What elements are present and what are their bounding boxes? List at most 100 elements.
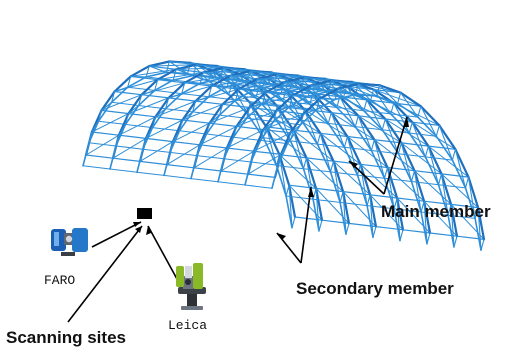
truss-member bbox=[310, 83, 359, 86]
truss-member bbox=[148, 65, 167, 73]
truss-member bbox=[396, 196, 405, 231]
truss-member bbox=[172, 68, 177, 81]
truss-member bbox=[148, 65, 177, 70]
truss-member bbox=[274, 164, 279, 178]
truss-member bbox=[302, 97, 321, 116]
truss-member bbox=[112, 137, 147, 159]
truss-member bbox=[357, 115, 372, 152]
truss-member bbox=[211, 78, 258, 87]
truss-member bbox=[148, 60, 171, 68]
truss-member bbox=[91, 131, 120, 136]
arrowhead bbox=[403, 117, 409, 127]
truss-member bbox=[265, 84, 312, 93]
truss-member bbox=[329, 160, 335, 173]
truss-member bbox=[259, 120, 275, 142]
truss-member bbox=[381, 118, 386, 131]
truss-member bbox=[181, 111, 194, 121]
truss-member bbox=[419, 105, 441, 127]
truss-member bbox=[265, 126, 294, 131]
truss-member bbox=[345, 222, 350, 235]
truss-member bbox=[288, 184, 317, 189]
truss-member bbox=[437, 173, 443, 186]
faro-label: FARO bbox=[44, 273, 76, 288]
truss-member bbox=[145, 127, 154, 139]
truss-member bbox=[199, 144, 228, 149]
truss-member bbox=[168, 60, 189, 75]
truss-member bbox=[82, 154, 87, 167]
truss-member bbox=[454, 148, 470, 179]
truss-member bbox=[235, 125, 265, 131]
truss-member bbox=[208, 96, 237, 101]
truss-member bbox=[142, 137, 147, 150]
truss-member bbox=[265, 126, 278, 167]
truss-member bbox=[124, 113, 130, 125]
truss-member bbox=[194, 84, 213, 103]
truss-member bbox=[247, 173, 276, 178]
truss-member bbox=[245, 102, 264, 120]
truss-member bbox=[315, 187, 344, 193]
truss-member bbox=[141, 94, 170, 99]
truss-member bbox=[451, 159, 467, 189]
truss-member bbox=[389, 113, 411, 134]
truss-member bbox=[288, 184, 293, 229]
truss-member bbox=[261, 92, 283, 104]
truss-member bbox=[423, 200, 432, 235]
truss-member bbox=[281, 100, 303, 121]
truss-member bbox=[232, 125, 238, 138]
truss-member bbox=[101, 94, 143, 111]
truss-member bbox=[335, 106, 357, 128]
truss-member bbox=[308, 103, 330, 125]
secondary-member-arrow-2 bbox=[300, 186, 312, 264]
truss-member bbox=[400, 141, 416, 172]
truss-member bbox=[393, 197, 398, 210]
truss-member bbox=[291, 216, 296, 229]
truss-member bbox=[136, 160, 141, 173]
truss-member bbox=[186, 62, 192, 75]
truss-member bbox=[346, 135, 362, 166]
truss-member bbox=[253, 84, 276, 91]
truss-member bbox=[180, 82, 201, 95]
truss-member bbox=[192, 64, 197, 77]
truss-member bbox=[137, 89, 156, 107]
truss-member bbox=[199, 77, 222, 85]
truss-member bbox=[316, 143, 345, 148]
truss-member bbox=[181, 82, 186, 95]
truss-member bbox=[315, 98, 337, 111]
truss-member bbox=[467, 176, 476, 219]
truss-member bbox=[229, 75, 258, 80]
truss-member bbox=[253, 150, 282, 155]
truss-member bbox=[366, 99, 383, 131]
truss-member bbox=[249, 95, 294, 108]
truss-member bbox=[477, 206, 486, 241]
truss-member bbox=[440, 172, 453, 206]
truss-member bbox=[145, 71, 168, 78]
truss-member bbox=[390, 102, 395, 115]
truss-member bbox=[127, 86, 156, 91]
arrowheads bbox=[133, 117, 409, 240]
truss-member bbox=[129, 64, 151, 78]
truss-member bbox=[424, 145, 429, 158]
truss-member bbox=[165, 97, 170, 110]
truss-member bbox=[339, 201, 368, 207]
truss-member bbox=[339, 191, 344, 203]
truss-member bbox=[307, 84, 312, 97]
truss-member bbox=[110, 86, 129, 104]
truss-member bbox=[139, 141, 174, 162]
truss-member bbox=[211, 85, 240, 90]
truss-member bbox=[373, 89, 422, 107]
truss-member bbox=[127, 93, 143, 115]
truss-member bbox=[140, 78, 159, 96]
truss-member bbox=[262, 91, 267, 104]
truss-member bbox=[247, 161, 252, 175]
truss-member bbox=[262, 109, 278, 131]
truss-member bbox=[276, 110, 305, 115]
truss-member bbox=[100, 109, 130, 115]
truss-member bbox=[383, 177, 395, 210]
truss-member bbox=[164, 92, 183, 110]
truss-member bbox=[265, 76, 314, 94]
truss-member bbox=[369, 194, 398, 199]
truss-member bbox=[181, 93, 210, 98]
truss-member bbox=[235, 106, 251, 128]
truss-member bbox=[195, 88, 240, 102]
